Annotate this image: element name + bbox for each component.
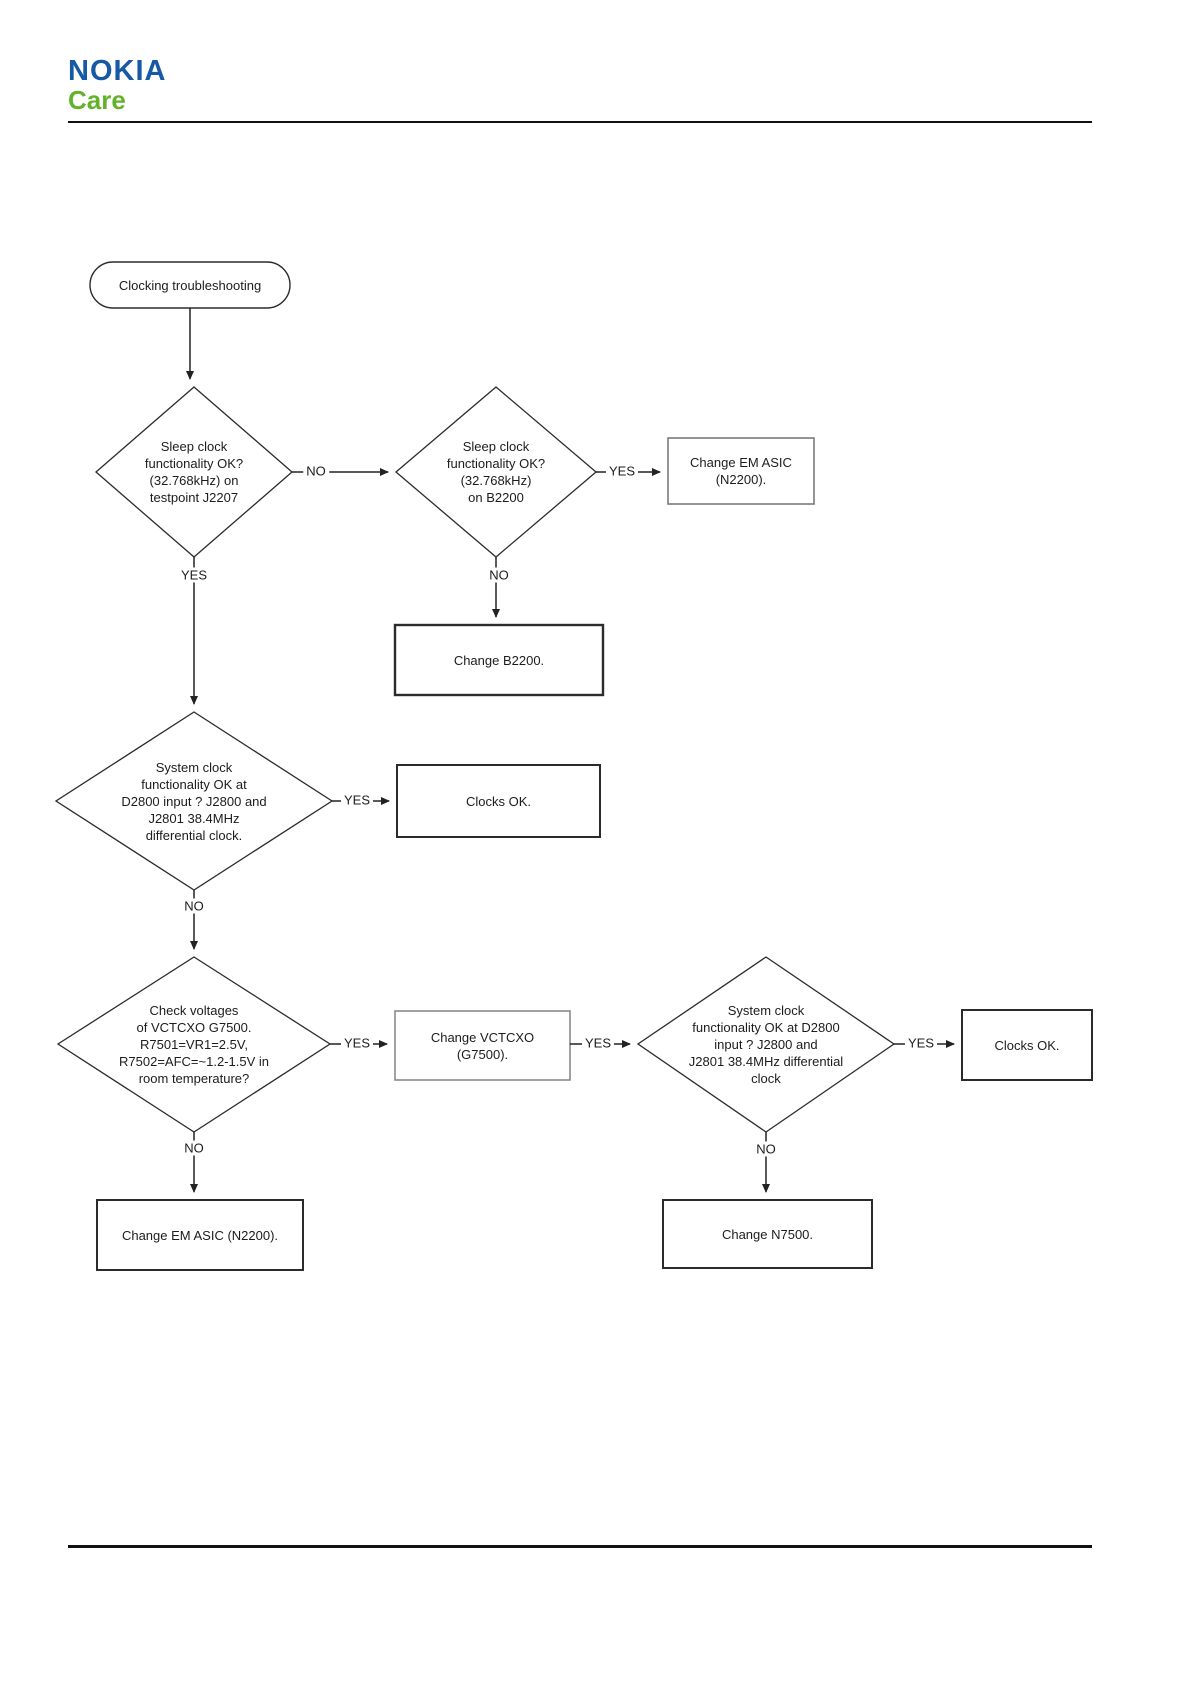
edge-label-yes-d3-clocksok: YES — [340, 792, 374, 808]
nokia-logo: NOKIA — [68, 55, 167, 87]
process-change-em-asic-top: Change EM ASIC (N2200). — [690, 455, 792, 487]
decision-sleep-clock-b2200: Sleep clock functionality OK? (32.768kHz… — [446, 439, 546, 505]
care-logo: Care — [68, 85, 126, 115]
decision-sleep-clock-j2207: Sleep clock functionality OK? (32.768kHz… — [144, 439, 244, 505]
process-change-em-asic-bottom-shape — [96, 1199, 304, 1271]
edge-label-no-d1-d2: NO — [303, 463, 329, 479]
edge-label-yes-d1-d3: YES — [177, 567, 211, 583]
decision-system-clock-2: System clock functionality OK at D2800 i… — [688, 1002, 844, 1086]
process-change-n7500: Change N7500. — [721, 1226, 814, 1242]
edge-label-no-d4-emasic: NO — [181, 1140, 207, 1156]
decision-system-clock-1: System clock functionality OK at D2800 i… — [121, 759, 267, 843]
edge-label-yes-d2-emasic: YES — [605, 463, 639, 479]
edge-label-no-d3-d4: NO — [181, 898, 207, 914]
process-clocks-ok-2-shape — [961, 1009, 1093, 1081]
process-clocks-ok-2: Clocks OK. — [994, 1037, 1060, 1053]
decision-check-voltages: Check voltages of VCTCXO G7500. R7501=VR… — [119, 1002, 269, 1086]
edge-label-no-d2-b2200: NO — [486, 567, 512, 583]
start-terminator: Clocking troubleshooting — [118, 277, 262, 293]
process-change-em-asic-bottom: Change EM ASIC (N2200). — [121, 1227, 279, 1243]
edge-label-yes-vctcxo-d5: YES — [581, 1035, 615, 1051]
edge-label-yes-d5-clocksok: YES — [904, 1035, 938, 1051]
process-change-vctcxo-shape — [394, 1010, 571, 1081]
process-clocks-ok-1-shape — [396, 764, 601, 838]
process-change-b2200-shape — [393, 623, 605, 697]
process-change-b2200: Change B2200. — [453, 652, 545, 668]
edge-label-no-d5-n7500: NO — [753, 1141, 779, 1157]
header-rule — [68, 121, 1092, 123]
process-change-vctcxo: Change VCTCXO (G7500). — [430, 1029, 535, 1062]
footer-rule — [68, 1545, 1092, 1548]
process-change-n7500-shape — [662, 1199, 873, 1269]
edge-label-yes-d4-vctcxo: YES — [340, 1035, 374, 1051]
process-clocks-ok-1: Clocks OK. — [465, 793, 531, 809]
process-change-em-asic-top-shape — [667, 437, 815, 505]
